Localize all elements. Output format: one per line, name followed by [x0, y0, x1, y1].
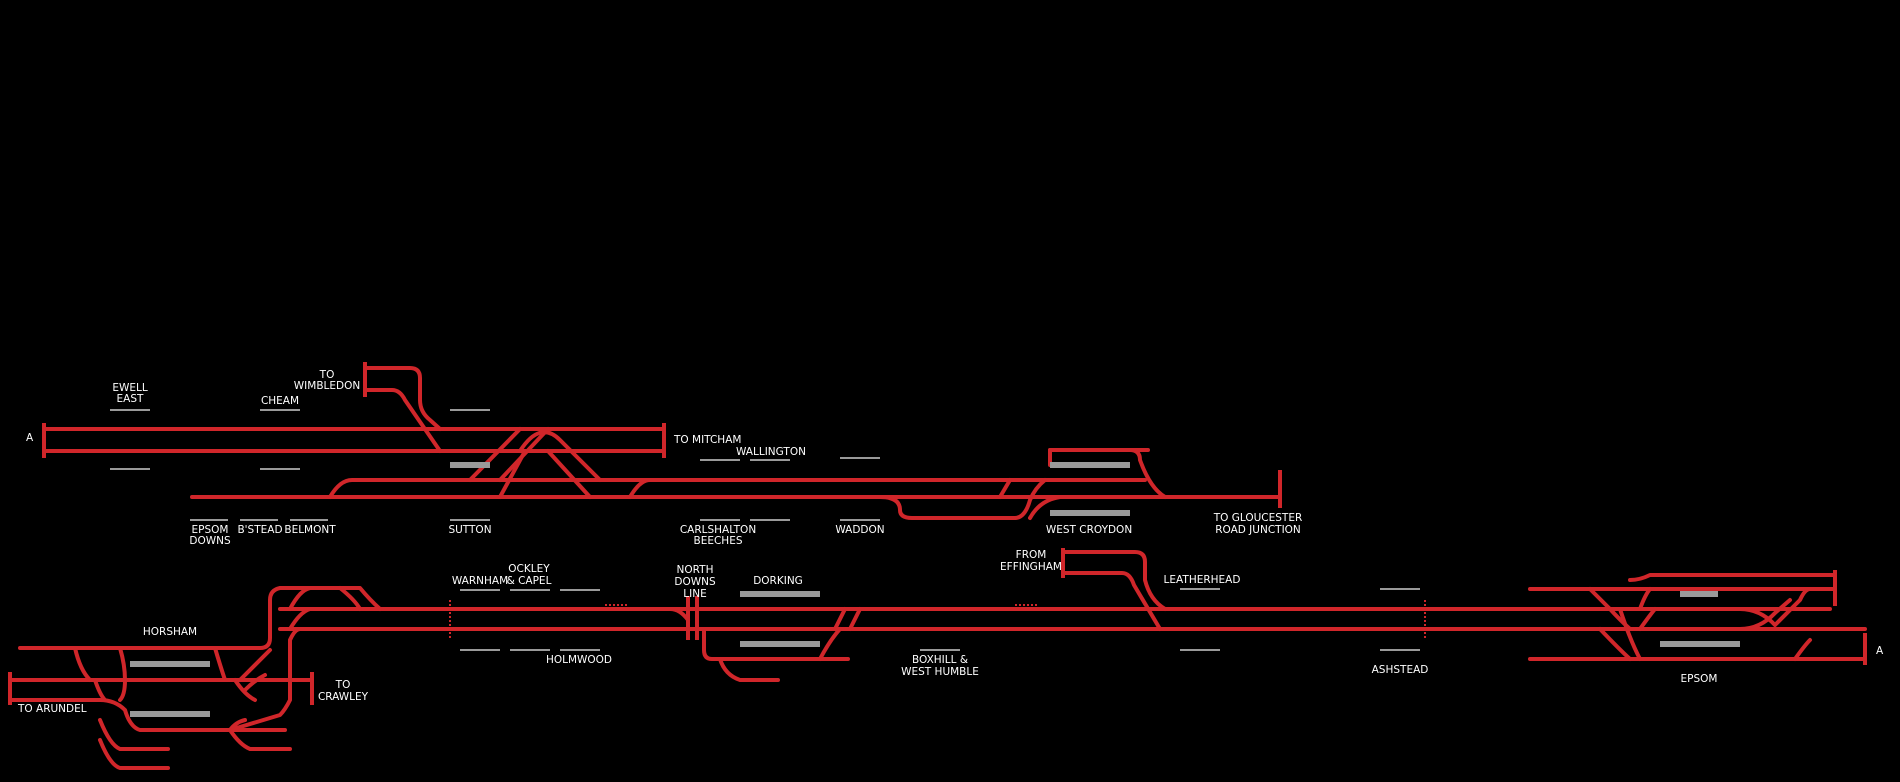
label-carshalton-1: CARLSHALTON — [680, 524, 756, 536]
track-horsham-2 — [298, 586, 382, 611]
label-waddon: WADDON — [835, 524, 884, 536]
track-sutton-curve-3 — [468, 427, 522, 482]
track-horsham-4 — [288, 607, 312, 631]
labels: A EWELL EAST CHEAM TO WIMBLEDON TO MITCH… — [17, 369, 1884, 715]
label-epsom-downs-1: EPSOM — [192, 524, 229, 536]
track-dorking-loop-1 — [702, 627, 850, 661]
label-wallington: WALLINGTON — [736, 446, 806, 458]
track-dorking-cross-3 — [848, 607, 862, 631]
upper-route — [42, 362, 1282, 520]
track-effingham-1 — [1061, 550, 1167, 611]
track-dorking-cross-2 — [833, 607, 847, 631]
label-cheam: CHEAM — [261, 395, 299, 407]
label-boxhill-2: WEST HUMBLE — [901, 666, 979, 678]
track-horsham-6 — [238, 648, 272, 682]
track-upper-lower-branch — [628, 478, 652, 499]
track-horsham-bypass-1 — [228, 728, 292, 751]
label-ewell-east-1: EWELL — [112, 382, 148, 394]
label-epsom: EPSOM — [1681, 673, 1718, 685]
label-carshalton-2: BEECHES — [694, 535, 743, 547]
track-west-croydon-curve — [1128, 448, 1167, 499]
label-a-left: A — [26, 432, 34, 444]
label-to-gloucester-2: ROAD JUNCTION — [1215, 524, 1301, 536]
label-west-croydon: WEST CROYDON — [1046, 524, 1132, 536]
track-lower-epsom-top-2 — [1628, 573, 1837, 582]
track-horsham-junction-2 — [93, 678, 107, 702]
track-dorking-loop-2 — [718, 657, 780, 682]
track-west-croydon-curve-2 — [998, 478, 1012, 499]
track-waddon-loop — [878, 478, 1047, 520]
label-epsom-downs-2: DOWNS — [189, 535, 231, 547]
track-epsom-x-2 — [1738, 598, 1792, 631]
label-ashstead: ASHSTEAD — [1372, 664, 1429, 676]
label-from-effingham-2: EFFINGHAM — [1000, 561, 1062, 573]
track-sutton-curve-4 — [546, 449, 592, 499]
track-epsom-junction-3 — [1598, 627, 1632, 661]
track-epsom-junction-6 — [1638, 607, 1657, 631]
track-horsham-7 — [228, 627, 302, 732]
label-north-downs-2: DOWNS — [674, 576, 716, 588]
label-dorking: DORKING — [753, 575, 803, 587]
track-wimbledon-1 — [363, 366, 442, 431]
track-effingham-2 — [1061, 571, 1162, 631]
track-wimbledon-2 — [363, 388, 442, 453]
track-epsom-junction-1 — [1588, 587, 1612, 611]
label-ockley-1: OCKLEY — [508, 563, 550, 575]
track-upper-lower-line-2 — [328, 477, 1147, 499]
label-to-wimbledon-2: WIMBLEDON — [294, 380, 360, 392]
label-to-mitcham: TO MITCHAM — [673, 434, 741, 446]
upper-platforms — [110, 409, 1130, 521]
track-sutton-curve-1 — [518, 430, 602, 482]
track-dorking-cross-1 — [818, 627, 842, 661]
label-a-right: A — [1876, 645, 1884, 657]
boundary-markers — [449, 600, 1426, 640]
label-to-crawley-1: TO — [335, 679, 351, 691]
label-horsham: HORSHAM — [143, 626, 197, 638]
label-bstead: B'STEAD — [237, 524, 282, 536]
label-north-downs-1: NORTH — [677, 564, 714, 576]
label-to-gloucester-1: TO GLOUCESTER — [1213, 512, 1303, 524]
label-ewell-east-2: EAST — [117, 393, 144, 405]
label-boxhill-1: BOXHILL & — [912, 654, 968, 666]
label-north-downs-3: LINE — [683, 588, 706, 600]
track-sutton-curve-5 — [498, 449, 527, 499]
label-belmont: BELMONT — [284, 524, 336, 536]
track-horsham-junction-5 — [233, 678, 257, 702]
track-horsham-junction-1 — [73, 646, 92, 682]
track-dorking-cross-4 — [668, 607, 690, 622]
track-epsom-x-1 — [1738, 587, 1812, 627]
track-horsham-junction-4 — [213, 646, 227, 682]
label-to-crawley-2: CRAWLEY — [318, 691, 369, 703]
label-leatherhead: LEATHERHEAD — [1164, 574, 1241, 586]
track-horsham-bypass-2 — [98, 718, 170, 751]
track-horsham-3 — [288, 586, 312, 611]
label-holmwood: HOLMWOOD — [546, 654, 612, 666]
track-west-croydon-1 — [1028, 495, 1062, 520]
track-epsom-junction-5 — [1638, 587, 1652, 611]
track-horsham-junction-3 — [118, 646, 127, 702]
track-horsham-bypass-3 — [98, 738, 170, 770]
label-to-arundel: TO ARUNDEL — [17, 703, 87, 715]
track-horsham-5 — [338, 586, 362, 611]
track-epsom-junction-7 — [1793, 638, 1812, 661]
track-horsham-8 — [243, 673, 267, 692]
lower-platforms — [130, 588, 1740, 717]
label-from-effingham-1: FROM — [1016, 549, 1047, 561]
track-horsham-1 — [258, 586, 302, 650]
label-to-wimbledon-1: TO — [319, 369, 335, 381]
label-ockley-2: & CAPEL — [507, 575, 552, 587]
track-epsom-junction-4 — [1618, 607, 1642, 661]
label-sutton: SUTTON — [448, 524, 491, 536]
label-warnham: WARNHAM — [452, 575, 508, 587]
lower-route — [8, 548, 1867, 770]
